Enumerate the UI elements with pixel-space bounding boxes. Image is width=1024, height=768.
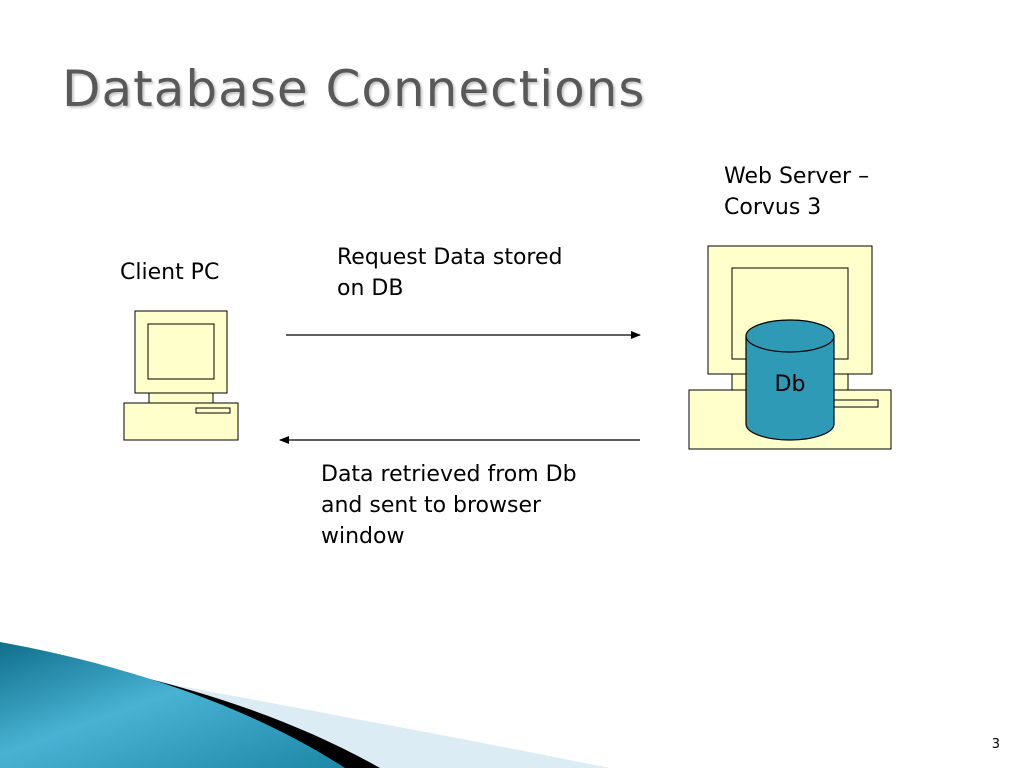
client-pc-label: Client PC <box>120 260 220 285</box>
response-label: Data retrieved from Db and sent to brows… <box>321 462 577 549</box>
decorative-swoosh <box>0 642 610 768</box>
request-label: Request Data stored on DB <box>337 245 563 301</box>
database-label: Db <box>774 372 806 397</box>
database-icon <box>745 319 835 441</box>
page-number: 3 <box>991 737 1000 752</box>
web-server-label: Web Server – Corvus 3 <box>724 164 870 220</box>
slide-title: Database Connections <box>62 60 646 118</box>
client-pc-icon <box>123 310 239 441</box>
